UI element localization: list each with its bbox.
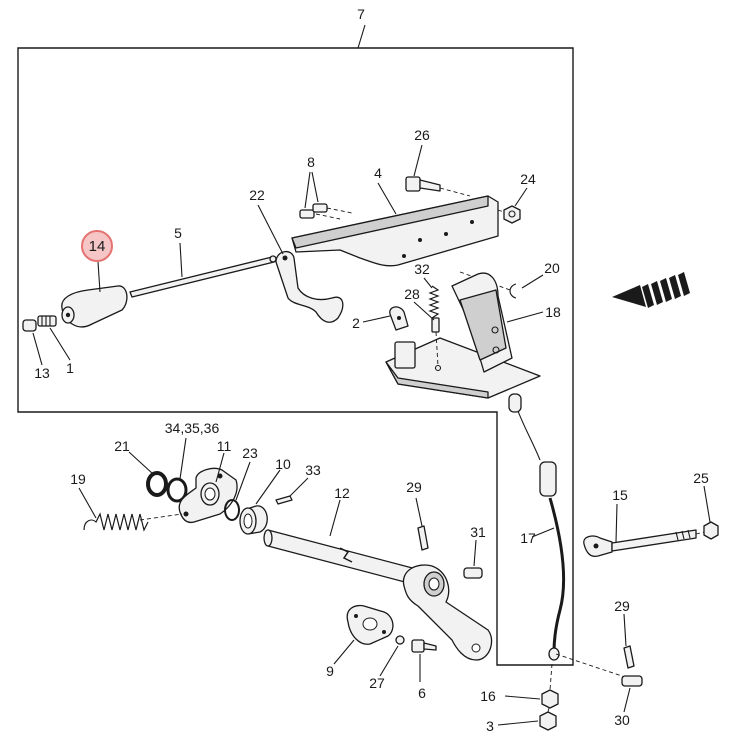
callout-1[interactable]: 1	[66, 360, 74, 376]
assembly-frame	[17, 47, 574, 666]
callout-18[interactable]: 18	[545, 304, 561, 320]
callout-32[interactable]: 32	[414, 261, 430, 277]
callout-14-highlight	[81, 230, 113, 262]
callout-4[interactable]: 4	[374, 165, 382, 181]
part-20-clip	[509, 283, 517, 299]
callout-28[interactable]: 28	[404, 286, 420, 302]
callout-20[interactable]: 20	[544, 260, 560, 276]
callout-3[interactable]: 3	[486, 718, 494, 734]
callout-26[interactable]: 26	[414, 127, 430, 143]
callout-8[interactable]: 8	[307, 154, 315, 170]
part-17-cable	[508, 393, 566, 661]
part-33-key	[275, 495, 293, 505]
callout-23[interactable]: 23	[242, 445, 258, 461]
part-5-rod	[129, 255, 277, 298]
part-29-cotter-pin-upper	[417, 525, 429, 551]
callout-17[interactable]: 17	[520, 530, 536, 546]
part-27-washer	[395, 635, 405, 645]
callout-15[interactable]: 15	[612, 487, 628, 503]
part-15-clevis-rod	[583, 529, 697, 558]
part-4-bracket	[291, 195, 499, 267]
part-26-bolt	[405, 176, 441, 192]
callout-12[interactable]: 12	[334, 485, 350, 501]
part-19-spring	[83, 512, 183, 532]
callout-24[interactable]: 24	[520, 171, 536, 187]
part-8-bolts	[299, 203, 328, 219]
callout-25[interactable]: 25	[693, 470, 709, 486]
part-14-handle-grip	[61, 285, 128, 328]
part-13-cap	[22, 319, 37, 332]
callout-14[interactable]: 14	[89, 238, 106, 255]
part-30-pin	[621, 675, 643, 687]
part-10-bushing	[239, 505, 268, 535]
callout-29-lower[interactable]: 29	[614, 598, 630, 614]
callout-21[interactable]: 21	[114, 438, 130, 454]
direction-arrow-icon	[612, 272, 690, 308]
callout-6[interactable]: 6	[418, 685, 426, 701]
callout-19[interactable]: 19	[70, 471, 86, 487]
part-21-ring	[146, 471, 168, 497]
part-16-nut	[541, 689, 559, 709]
callout-5[interactable]: 5	[174, 225, 182, 241]
part-32-spring	[428, 285, 440, 319]
callout-27[interactable]: 27	[369, 675, 385, 691]
part-22-hook-lever	[275, 251, 344, 323]
part-1-screw	[37, 315, 57, 327]
callout-7[interactable]: 7	[357, 6, 365, 22]
callout-22[interactable]: 22	[249, 187, 265, 203]
callout-30[interactable]: 30	[614, 712, 630, 728]
part-9-mount-plate	[346, 604, 394, 645]
part-24-nut	[503, 205, 521, 224]
callout-34-35-36[interactable]: 34,35,36	[165, 420, 220, 436]
callout-13[interactable]: 13	[34, 365, 50, 381]
callout-31[interactable]: 31	[470, 524, 486, 540]
part-3-nut	[539, 711, 557, 731]
part-25-nut	[703, 521, 719, 540]
part-34-36-washers	[166, 477, 188, 503]
callout-33[interactable]: 33	[305, 462, 321, 478]
callout-16[interactable]: 16	[480, 688, 496, 704]
callout-2[interactable]: 2	[352, 315, 360, 331]
part-29-cotter-pin-lower	[623, 645, 635, 669]
part-2-clamp	[389, 306, 409, 331]
callout-10[interactable]: 10	[275, 456, 291, 472]
part-23-snap-ring	[224, 499, 240, 521]
callout-9[interactable]: 9	[326, 663, 334, 679]
part-28-bolt	[431, 317, 442, 372]
callout-29-upper[interactable]: 29	[406, 479, 422, 495]
part-31-pin	[463, 567, 483, 579]
part-18-base-plate	[385, 272, 541, 399]
part-12-shaft-arm	[263, 529, 493, 661]
part-6-bolt	[411, 639, 437, 653]
callout-11[interactable]: 11	[217, 438, 232, 454]
part-11-flange	[178, 467, 238, 524]
